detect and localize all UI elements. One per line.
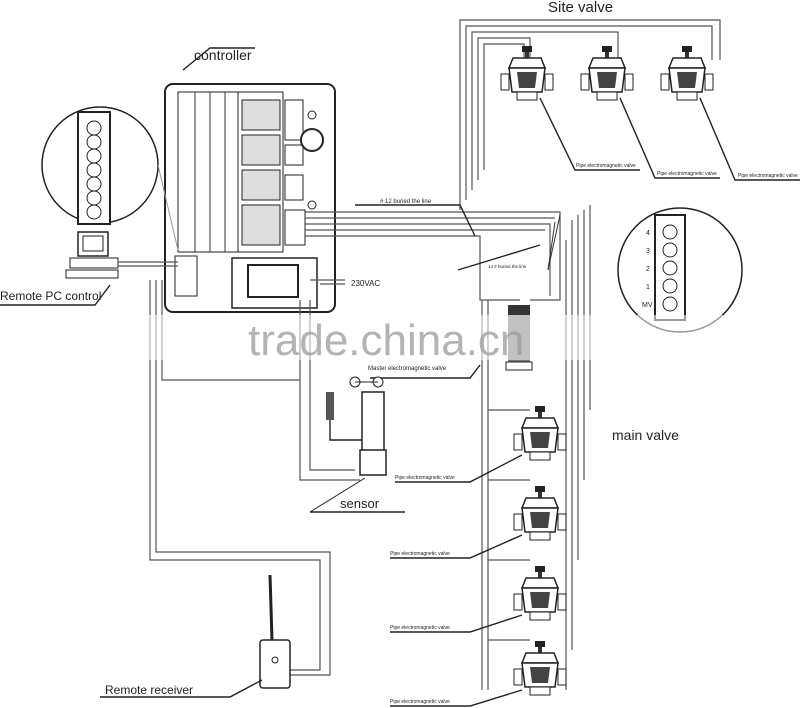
pipe-valve-label: Pipe electromagnetic valve [576, 163, 636, 169]
pipe-valve-label: Pipe electromagnetic valve [657, 171, 717, 177]
terminal-label: 2 [646, 266, 650, 273]
terminal-label: 4 [646, 230, 650, 237]
remote-pc [0, 231, 178, 306]
site-valve-wiring [459, 19, 721, 210]
receiver-wiring [100, 280, 331, 698]
main-valve-wiring [481, 205, 591, 690]
controller-unit [164, 47, 336, 313]
main-valve-title: main valve [612, 427, 679, 443]
buried-14-label: 14 # buried the line [488, 264, 527, 269]
pc-terminal-detail [41, 106, 179, 251]
sensor-label: sensor [340, 496, 380, 511]
pipe-valve-label: Pipe electromagnetic valve [395, 475, 455, 481]
terminal-label: 3 [646, 248, 650, 255]
pipe-valve-label: Pipe electromagnetic valve [390, 625, 450, 631]
master-valve-label: Master electromagnetic valve [368, 366, 447, 372]
site-valve-3 [660, 45, 714, 101]
main-valve-2 [513, 485, 567, 541]
terminal-label: 1 [646, 284, 650, 291]
rain-wind-sensor [299, 300, 405, 513]
main-valve-1 [513, 405, 567, 461]
main-valve-4 [513, 640, 567, 696]
remote-receiver-label: Remote receiver [105, 683, 193, 697]
main-valve-3 [513, 565, 567, 621]
watermark: trade.china.cn [248, 316, 524, 365]
pipe-valve-label: Pipe electromagnetic valve [390, 699, 450, 705]
terminal-label: MV [642, 302, 653, 309]
zone-terminal-detail [617, 207, 743, 333]
pipe-valve-label: Pipe electromagnetic valve [390, 551, 450, 557]
controller-output-wiring [305, 204, 561, 301]
controller-title: controller [194, 47, 252, 63]
site-valve-1 [500, 45, 554, 101]
buried-12-label: # 12 buried the line [380, 199, 432, 205]
site-valve-title: Site valve [548, 0, 613, 16]
pipe-valve-label: Pipe electromagnetic valve [738, 173, 798, 179]
site-valve-2 [580, 45, 634, 101]
remote-pc-label: Remote PC control [0, 289, 101, 303]
voltage-label: 230VAC [351, 279, 380, 288]
watermark-band [130, 315, 800, 360]
terminal-labels: 4 3 2 1 MV [642, 230, 653, 309]
